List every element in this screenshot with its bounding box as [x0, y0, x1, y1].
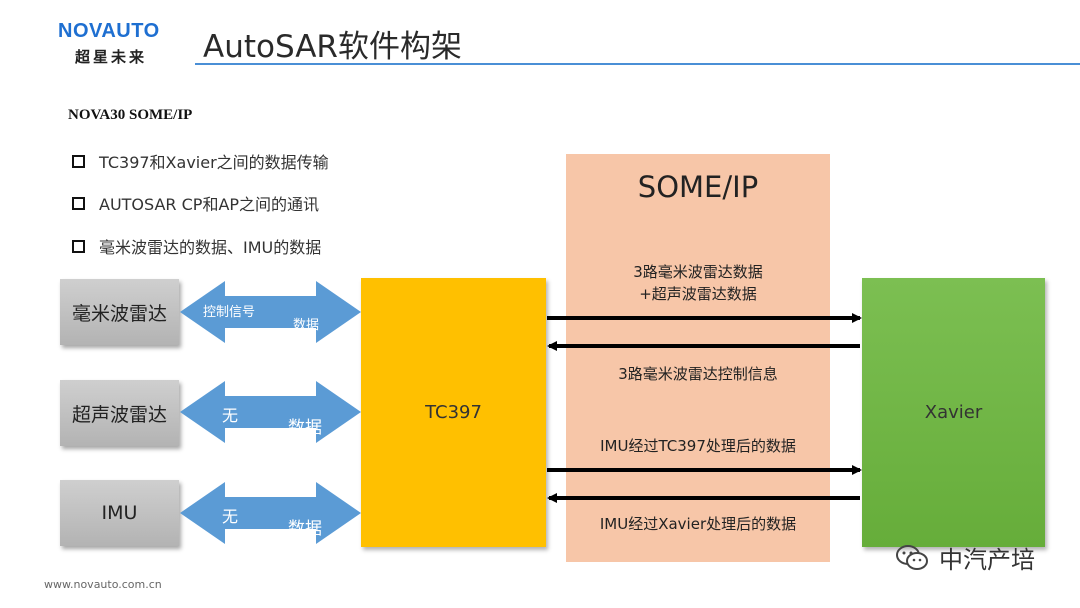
arrow-label-none: 无 — [222, 507, 239, 526]
arrow-label-control-signal: 控制信号 — [203, 305, 256, 320]
sensor-mmwave-radar: 毫米波雷达 — [60, 279, 179, 345]
someip-label-radar-control: 3路毫米波雷达控制信息 — [618, 365, 778, 383]
sensor-imu: IMU — [60, 480, 179, 546]
bidirectional-arrow-radar — [180, 281, 361, 343]
someip-title: SOME/IP — [637, 170, 759, 204]
logo-text: NOVAUTO — [58, 20, 160, 42]
checkbox-square-icon — [72, 239, 85, 253]
checkbox-square-icon — [72, 196, 85, 210]
checkbox-square-icon — [72, 154, 85, 168]
someip-label-radar-data-line1: 3路毫米波雷达数据 — [633, 263, 763, 281]
bullet-item: TC397和Xavier之间的数据传输 — [72, 149, 329, 173]
someip-label-imu-tc397: IMU经过TC397处理后的数据 — [600, 437, 796, 455]
section-subtitle: NOVA30 SOME/IP — [68, 107, 193, 123]
arrow-label-data: 数据 — [293, 318, 320, 333]
xavier-block: Xavier — [862, 278, 1045, 547]
someip-label-radar-data-line2: +超声波雷达数据 — [639, 285, 757, 303]
bullet-text: AUTOSAR CP和AP之间的通讯 — [99, 195, 320, 214]
bullet-text: TC397和Xavier之间的数据传输 — [99, 153, 329, 172]
watermark: 中汽产培 — [895, 540, 1035, 575]
bullet-item: AUTOSAR CP和AP之间的通讯 — [72, 191, 319, 215]
bullet-text: 毫米波雷达的数据、IMU的数据 — [99, 238, 322, 257]
arrow-label-none: 无 — [222, 406, 239, 425]
page-title: AutoSAR软件构架 — [203, 29, 462, 65]
footer-website: www.novauto.com.cn — [44, 578, 162, 591]
bidirectional-arrow-imu — [180, 482, 361, 544]
title-divider — [195, 63, 1080, 65]
someip-label-imu-xavier: IMU经过Xavier处理后的数据 — [599, 515, 797, 533]
arrow-label-data: 数据 — [288, 519, 322, 539]
wechat-icon — [896, 544, 928, 570]
bidirectional-arrow-ultrasonic — [180, 381, 361, 443]
sensor-ultrasonic-radar: 超声波雷达 — [60, 380, 179, 446]
someip-panel — [566, 154, 830, 562]
logo-subtext: 超星未来 — [75, 48, 148, 66]
watermark-text: 中汽产培 — [939, 546, 1035, 574]
tc397-block: TC397 — [361, 278, 546, 547]
bullet-item: 毫米波雷达的数据、IMU的数据 — [72, 234, 321, 258]
arrow-label-data: 数据 — [288, 418, 322, 438]
